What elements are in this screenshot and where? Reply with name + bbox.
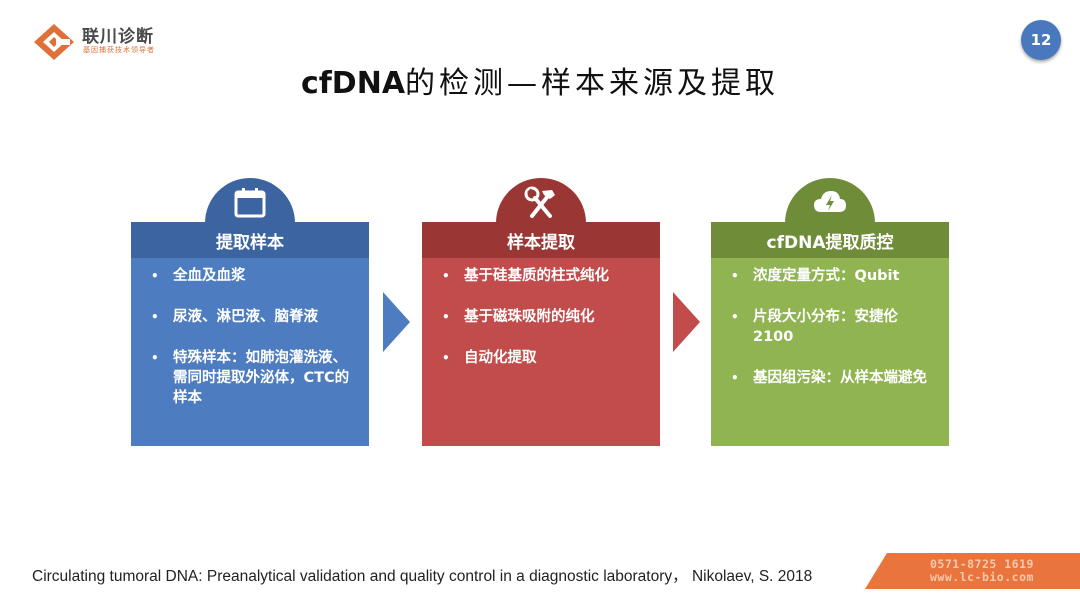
title-rest: 的检测—样本来源及提取 xyxy=(405,66,780,101)
company-logo: 联川诊断 基因捕获技术领导者 xyxy=(32,18,182,62)
card-sample-source: 提取样本 •全血及血浆 •尿液、淋巴液、脑脊液 •特殊样本：如肺泡灌洗液、需同时… xyxy=(131,178,369,446)
list-item: •片段大小分布：安捷伦2100 xyxy=(731,309,898,345)
list-item: •基因组污染：从样本端避免 xyxy=(731,370,927,386)
list-item: •自动化提取 xyxy=(442,350,537,366)
reference-citation: Circulating tumoral DNA: Preanalytical v… xyxy=(32,568,813,585)
flow-arrow-1 xyxy=(383,292,410,352)
slide-title: cfDNA的检测—样本来源及提取 xyxy=(0,58,1080,102)
list-item: •浓度定量方式：Qubit xyxy=(731,268,900,284)
card-body: •浓度定量方式：Qubit •片段大小分布：安捷伦2100 •基因组污染：从样本… xyxy=(711,258,949,446)
contact-banner xyxy=(865,553,1080,589)
card-quality-control: cfDNA提取质控 •浓度定量方式：Qubit •片段大小分布：安捷伦2100 … xyxy=(711,178,949,446)
flow-arrow-2 xyxy=(673,292,700,352)
card-body: •全血及血浆 •尿液、淋巴液、脑脊液 •特殊样本：如肺泡灌洗液、需同时提取外泌体… xyxy=(131,258,369,446)
list-item: •特殊样本：如肺泡灌洗液、需同时提取外泌体，CTC的样本 xyxy=(151,350,350,406)
list-item: •基于磁珠吸附的纯化 xyxy=(442,309,595,325)
logo-tagline: 基因捕获技术领导者 xyxy=(83,46,155,54)
card-title: cfDNA提取质控 xyxy=(711,222,949,258)
card-body: •基于硅基质的柱式纯化 •基于磁珠吸附的纯化 •自动化提取 xyxy=(422,258,660,446)
list-item: •基于硅基质的柱式纯化 xyxy=(442,268,609,284)
cloud-lightning-icon xyxy=(814,191,846,212)
list-item: •尿液、淋巴液、脑脊液 xyxy=(151,309,318,325)
contact-info: 0571-8725 1619 www.lc-bio.com xyxy=(930,558,1034,584)
list-item: •全血及血浆 xyxy=(151,268,246,284)
lc-logo-icon xyxy=(34,24,74,60)
logo-name: 联川诊断 xyxy=(82,27,154,47)
hammer-wrench-icon xyxy=(524,186,555,218)
phone-number: 0571-8725 1619 xyxy=(930,557,1034,571)
card-title: 样本提取 xyxy=(422,222,660,258)
card-extraction: 样本提取 •基于硅基质的柱式纯化 •基于磁珠吸附的纯化 •自动化提取 xyxy=(422,178,660,446)
title-prefix: cfDNA xyxy=(300,66,406,101)
calendar-icon xyxy=(234,188,266,218)
card-title: 提取样本 xyxy=(131,222,369,258)
page-number-badge: 12 xyxy=(1021,20,1061,60)
website-link[interactable]: www.lc-bio.com xyxy=(930,570,1034,584)
